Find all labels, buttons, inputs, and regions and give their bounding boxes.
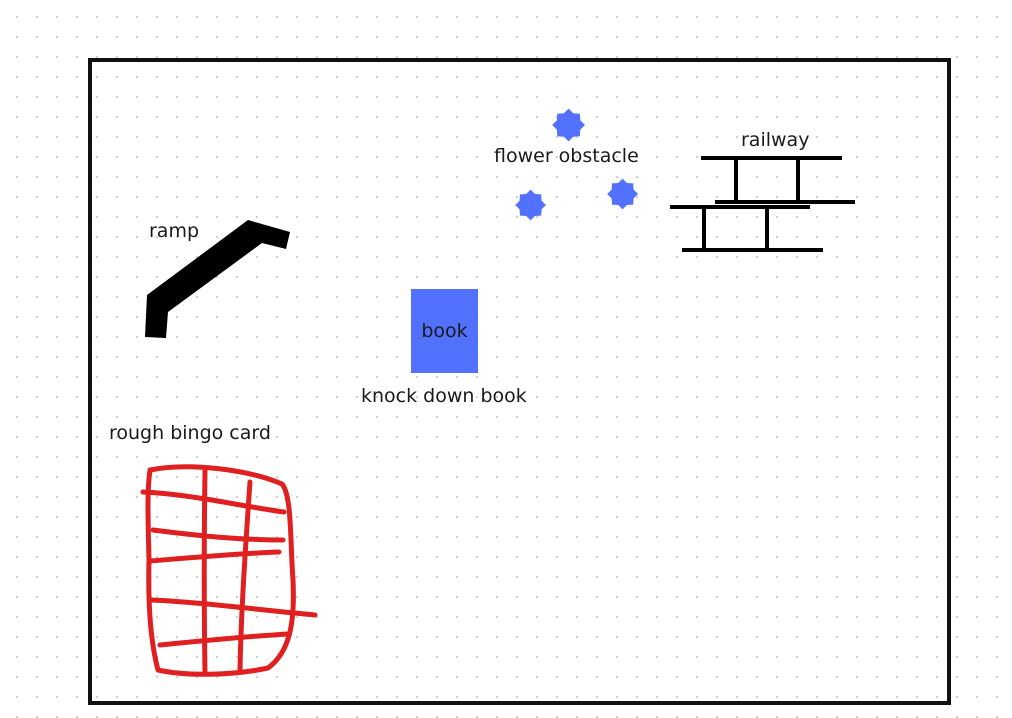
rough-bingo-card-label: rough bingo card	[109, 422, 271, 444]
bingo-card-row	[157, 631, 292, 648]
flower-icon	[607, 178, 638, 210]
flower-obstacle-label: flower obstacle	[494, 145, 639, 167]
knock-down-book-label: knock down book	[361, 385, 527, 407]
bingo-card-row	[148, 597, 318, 618]
flower-obstacle-group	[515, 108, 638, 221]
bingo-card-row	[140, 489, 287, 515]
bingo-card-drawing	[140, 464, 318, 677]
course-frame	[88, 58, 951, 705]
ramp-label: ramp	[149, 220, 200, 242]
flower-icon	[552, 108, 585, 142]
railway-label: railway	[741, 129, 810, 151]
bingo-card-row	[150, 527, 286, 543]
bingo-card-row	[147, 549, 282, 564]
bingo-card-col	[237, 479, 253, 674]
railway-drawing	[670, 156, 855, 252]
book-label: book	[421, 319, 468, 342]
book-shape: book	[411, 289, 478, 373]
flower-icon	[515, 189, 546, 221]
bingo-card-col	[201, 468, 208, 677]
ramp-shape	[145, 220, 290, 338]
